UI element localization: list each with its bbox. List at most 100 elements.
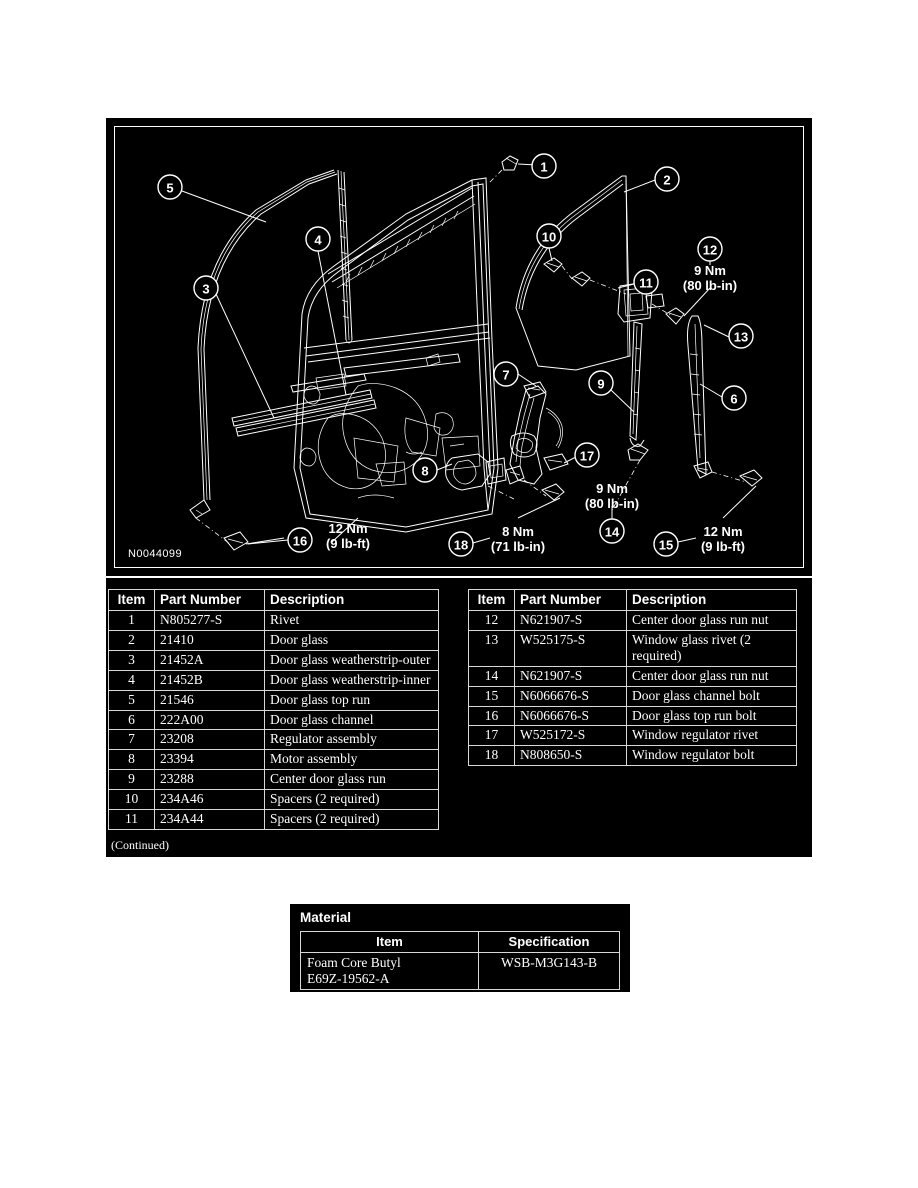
callout-14: 14 <box>599 518 625 544</box>
torque-value-imperial: (9 lb-ft) <box>326 536 370 551</box>
cell-item: 15 <box>468 685 515 707</box>
center-door-glass-run <box>611 321 649 511</box>
cell-item: 8 <box>108 749 155 771</box>
callout-number: 14 <box>605 525 620 540</box>
callout-circle <box>653 531 679 557</box>
cell-part-number: 23394 <box>154 749 265 771</box>
cell-description: Window regulator bolt <box>626 745 797 767</box>
callout-15: 15 <box>653 531 679 557</box>
torque-specs-group: 9 Nm(80 lb-in)9 Nm(80 lb-in)12 Nm(9 lb-f… <box>326 263 745 554</box>
callout-6: 6 <box>721 385 747 411</box>
cell-item: 7 <box>108 729 155 751</box>
column-header-part-number: Part Number <box>514 589 627 611</box>
callout-circle <box>157 174 183 200</box>
cell-item: 3 <box>108 649 155 671</box>
callout-circle <box>493 361 519 387</box>
callout-circle <box>448 531 474 557</box>
cell-part-number: 21452A <box>154 649 265 671</box>
callout-12: 12 <box>697 236 723 262</box>
column-header-description: Description <box>626 589 797 611</box>
callout-number: 11 <box>639 276 653 291</box>
torque-value-nm: 12 Nm <box>703 524 742 539</box>
door-glass-top-run-assembly <box>189 169 353 519</box>
cell-description: Door glass channel <box>264 709 439 731</box>
cell-description: Door glass top run <box>264 689 439 711</box>
cell-part-number: 21546 <box>154 689 265 711</box>
torque-spec-4: 8 Nm(71 lb-in) <box>491 524 545 554</box>
cell-description: Center door glass run nut <box>626 665 797 687</box>
motor-assembly <box>445 453 517 501</box>
callout-18: 18 <box>448 531 474 557</box>
callout-9: 9 <box>588 370 614 396</box>
callout-circle <box>721 385 747 411</box>
callout-3: 3 <box>193 275 219 301</box>
cell-part-number: 234A44 <box>154 809 265 831</box>
cell-item: 6 <box>108 709 155 731</box>
regulator-assembly <box>505 381 569 501</box>
cell-description: Door glass channel bolt <box>626 685 797 707</box>
material-title: Material <box>300 910 352 925</box>
callout-4: 4 <box>305 226 331 252</box>
cell-part-number: N805277-S <box>154 609 265 631</box>
column-header-description: Description <box>264 589 439 611</box>
callout-number: 5 <box>166 181 173 196</box>
torque-value-nm: 12 Nm <box>328 521 367 536</box>
glass-spacers-and-rivets <box>543 257 685 325</box>
callout-number: 10 <box>542 230 556 245</box>
callout-8: 8 <box>412 457 438 483</box>
door-glass-weatherstrips <box>231 373 377 437</box>
cell-item: 13 <box>468 629 515 667</box>
cell-description: Spacers (2 required) <box>264 789 439 811</box>
cell-description: Door glass weatherstrip-inner <box>264 669 439 691</box>
callout-7: 7 <box>493 361 519 387</box>
cell-part-number: N6066676-S <box>514 705 627 727</box>
cell-description: Window regulator rivet <box>626 725 797 747</box>
cell-item: 9 <box>108 769 155 791</box>
table-header-row: Item Part Number Description <box>468 589 797 611</box>
callout-circle <box>531 153 557 179</box>
torque-value-nm: 8 Nm <box>502 524 534 539</box>
door-glass <box>515 175 631 371</box>
callout-13: 13 <box>728 323 754 349</box>
callout-leader-lines <box>181 163 757 545</box>
callout-number: 2 <box>663 173 670 188</box>
cell-description: Rivet <box>264 609 439 631</box>
callout-number: 3 <box>202 282 209 297</box>
cell-part-number: 222A00 <box>154 709 265 731</box>
cell-description: Door glass <box>264 629 439 651</box>
callout-number: 18 <box>454 538 468 553</box>
cell-part-number: N808650-S <box>514 745 627 767</box>
cell-item: 1 <box>108 609 155 631</box>
callout-circle <box>305 226 331 252</box>
callout-circle <box>193 275 219 301</box>
callout-number: 13 <box>734 330 748 345</box>
callout-16: 16 <box>287 527 313 553</box>
cell-description: Regulator assembly <box>264 729 439 751</box>
torque-value-imperial: (71 lb-in) <box>491 539 545 554</box>
callout-11: 11 <box>633 269 659 295</box>
callout-1: 1 <box>531 153 557 179</box>
material-column-header-specification: Specification <box>478 931 620 953</box>
column-header-part-number: Part Number <box>154 589 265 611</box>
material-column-header-item: Item <box>300 931 479 953</box>
door-glass-channel <box>687 315 763 487</box>
cell-description: Center door glass run nut <box>626 609 797 631</box>
cell-description: Spacers (2 required) <box>264 809 439 831</box>
callout-circle <box>728 323 754 349</box>
cell-item: 17 <box>468 725 515 747</box>
callout-17: 17 <box>574 442 600 468</box>
